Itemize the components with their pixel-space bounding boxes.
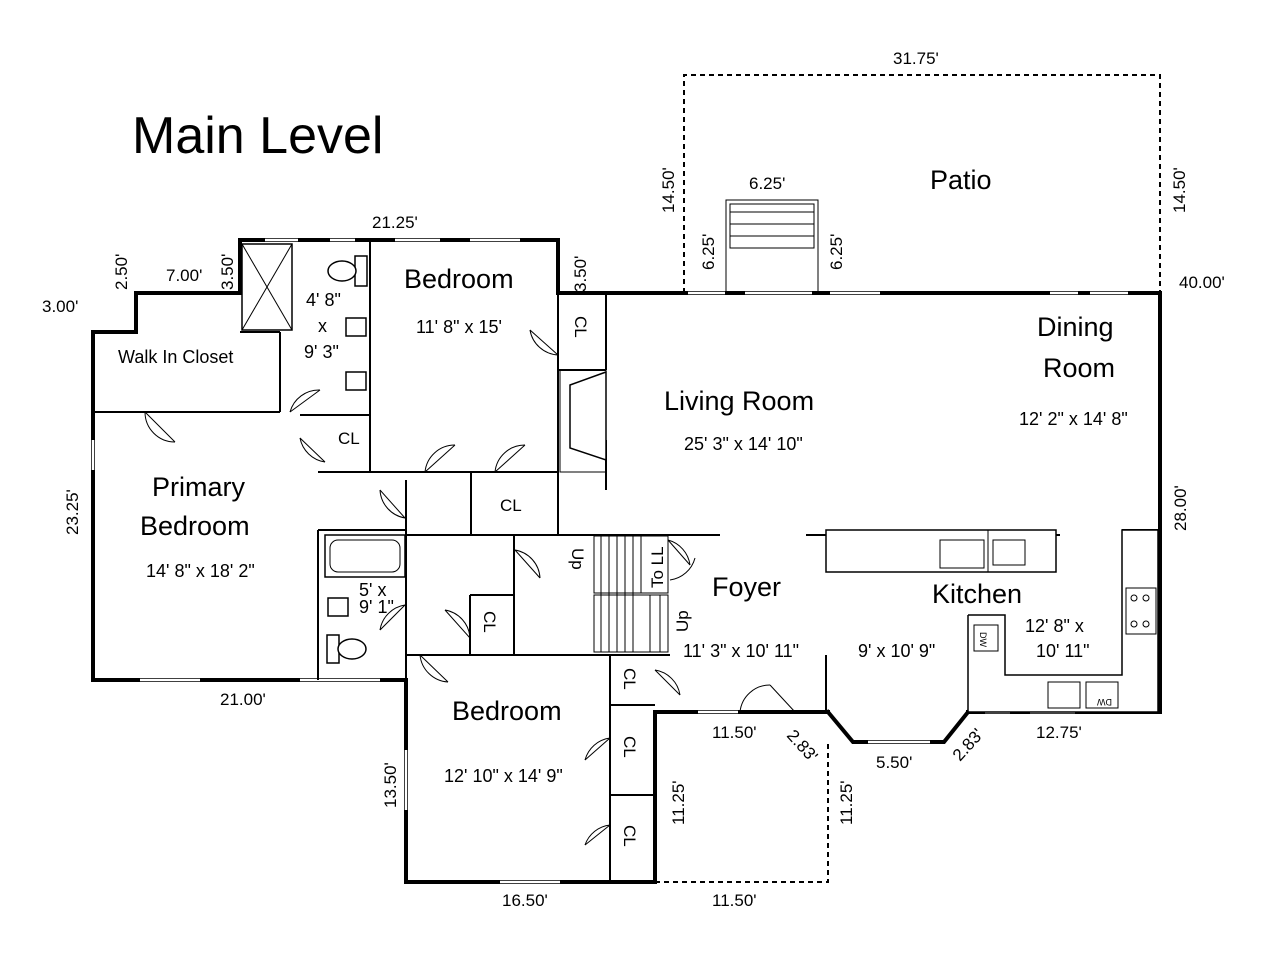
stove-icon [1125,587,1157,635]
closet-label-bedroom-bottom-2: CL [620,736,639,758]
dim-angle-left: 2.83' [783,726,821,766]
patio-label: Patio [930,165,992,195]
doors [144,329,796,846]
dim-foyer-width: 11.50' [712,723,757,742]
bay-window-wall [825,709,971,744]
front-porch-outline [655,742,829,883]
stair-up-label-2: Up [673,610,692,632]
bath-top-size-1: 4' 8" [306,290,341,310]
bedroom-top-size: 11' 8" x 15' [416,317,502,337]
sink-icon-top2 [345,371,367,391]
dim-step-right: 6.25' [827,234,846,270]
dining-room-size: 12' 2" x 14' 8" [1019,409,1128,429]
bath-top-size-2: x [318,316,327,336]
dim-patio-left: 14.50' [659,167,678,213]
stair-up-label-1: Up [568,548,587,570]
staircase [593,535,669,653]
sink-icon [992,539,1026,566]
dim-primary-height: 23.25' [63,489,82,535]
dim-patio-right: 14.50' [1170,167,1189,213]
bathtub-icon [324,534,406,578]
dim-house-width: 40.00' [1179,273,1225,292]
bath-bottom-size-1: 5' x [359,580,386,600]
dim-bath-offset: 3.50' [218,254,237,290]
dishwasher-icon [973,624,999,652]
dim-porch-left: 11.25' [669,780,688,825]
living-room-label: Living Room [664,386,814,416]
foyer-size: 11' 3" x 10' 11" [683,641,799,661]
dim-walk-width: 7.00' [166,266,202,285]
foyer-label: Foyer [712,572,781,602]
dim-right-height: 28.00' [1171,485,1190,531]
dishwasher-label-2: DW [1097,697,1112,707]
bath-fixtures [241,243,406,664]
primary-bedroom-label-2: Bedroom [140,511,250,541]
bedroom-bottom-size: 12' 10" x 14' 9" [444,766,563,786]
primary-bedroom-label-1: Primary [152,472,245,502]
kitchen-sink-island [939,539,985,569]
kitchen-size-1: 12' 8" x [1025,616,1084,636]
kitchen-label: Kitchen [932,579,1022,609]
dim-nook-height: 3.50' [571,256,590,292]
floor-title: Main Level [132,107,383,165]
patio-steps [725,199,819,294]
bath-bottom-size-2: 9' 1" [359,597,394,617]
toilet-icon-bottom [337,638,367,660]
dim-primary-width: 21.00' [220,690,266,709]
dim-step-width: 6.25' [749,174,785,193]
sink-icon-bottom [327,597,349,617]
kitchen-cabinets [825,529,1159,713]
exterior-wall [91,238,1162,714]
dim-bedroom-height: 13.50' [381,762,400,808]
closet-label-bath: CL [338,429,360,448]
dim-kitchen-width: 12.75' [1036,723,1082,742]
closet-label-linen: CL [480,611,499,633]
dim-patio-width: 31.75' [893,49,939,68]
bedroom-top-label: Bedroom [404,264,514,294]
dim-porch-width: 11.50' [712,891,757,910]
patio-outline [683,74,1161,293]
toilet-icon [327,260,357,282]
closet-label-hall: CL [500,496,522,515]
primary-bedroom-size: 14' 8" x 18' 2" [146,561,255,581]
kitchen-size-2: 10' 11" [1036,641,1090,661]
bedroom-bottom-label: Bedroom [452,696,562,726]
dim-porch-right: 11.25' [837,780,856,825]
dim-step-left: 6.25' [699,234,718,270]
dining-room-label-1: Dining [1037,312,1114,342]
bath-top-size-3: 9' 3" [304,342,339,362]
dishwasher-icon-2 [1085,681,1119,709]
dim-bay-width: 5.50' [876,753,912,772]
dining-room-label-2: Room [1043,353,1115,383]
walk-in-closet-label: Walk In Closet [118,347,233,367]
stair-to-ll-label: To LL [648,546,667,588]
closet-label-bedroom-top: CL [571,316,590,338]
fireplace [569,370,607,462]
closet-label-bedroom-bottom-3: CL [620,825,639,847]
closet-label-bedroom-bottom-1: CL [620,668,639,690]
living-room-size: 25' 3" x 14' 10" [684,434,803,454]
fireplace-hearth [559,369,607,473]
kitchen-sink-icon [1047,681,1081,709]
dishwasher-label: DW [978,632,988,647]
sink-icon-top1 [345,317,367,337]
dim-walk-offset: 2.50' [112,254,131,290]
dim-top-width: 21.25' [372,213,418,232]
kitchen-nook-size: 9' x 10' 9" [858,641,935,661]
dim-walk-left: 3.00' [42,297,78,316]
dim-bedroom-width: 16.50' [502,891,548,910]
